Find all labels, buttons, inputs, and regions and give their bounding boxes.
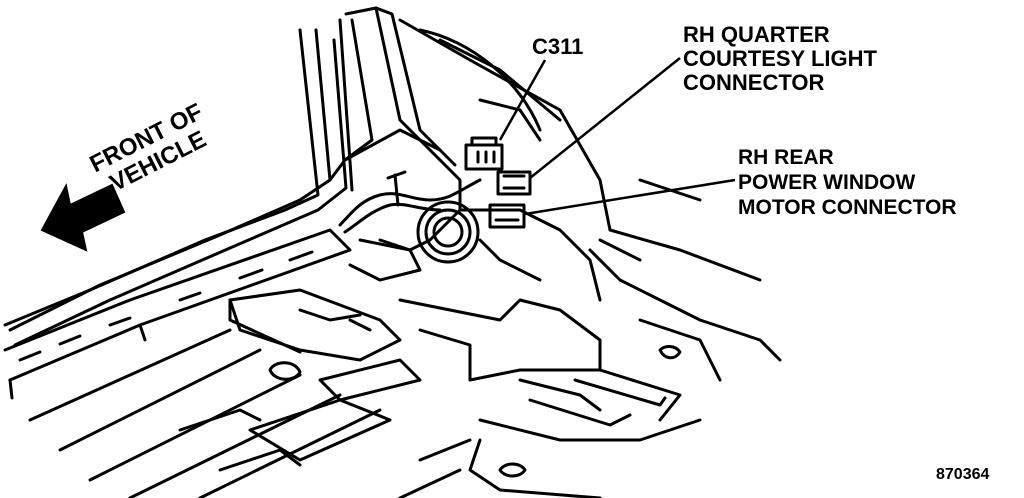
window-motor-connector: [488, 203, 526, 229]
c311-connector: [464, 136, 504, 171]
pillar: [3, 6, 457, 347]
rh-quarter-line-1: RH QUARTER: [683, 22, 830, 47]
rh-rear-line-1: RH REAR: [738, 146, 834, 169]
rh-quarter-line-2: COURTESY LIGHT: [683, 46, 877, 71]
figure-id: 870364: [936, 466, 990, 483]
courtesy-light-leader-line: [529, 57, 681, 179]
rh-rear-line-2: POWER WINDOW: [738, 171, 916, 194]
c311-leader-line: [498, 59, 547, 141]
arrow-left-icon: [40, 183, 126, 252]
wiring-harness: [338, 170, 482, 264]
c311-label: C311: [532, 34, 584, 59]
rh-rear-line-3: MOTOR CONNECTOR: [738, 196, 957, 219]
courtesy-light-connector: [496, 170, 532, 196]
rh-quarter-line-3: CONNECTOR: [683, 70, 825, 95]
window-motor-leader-line: [524, 178, 736, 216]
floor-pan: [28, 238, 782, 498]
door-sill: [3, 228, 352, 400]
